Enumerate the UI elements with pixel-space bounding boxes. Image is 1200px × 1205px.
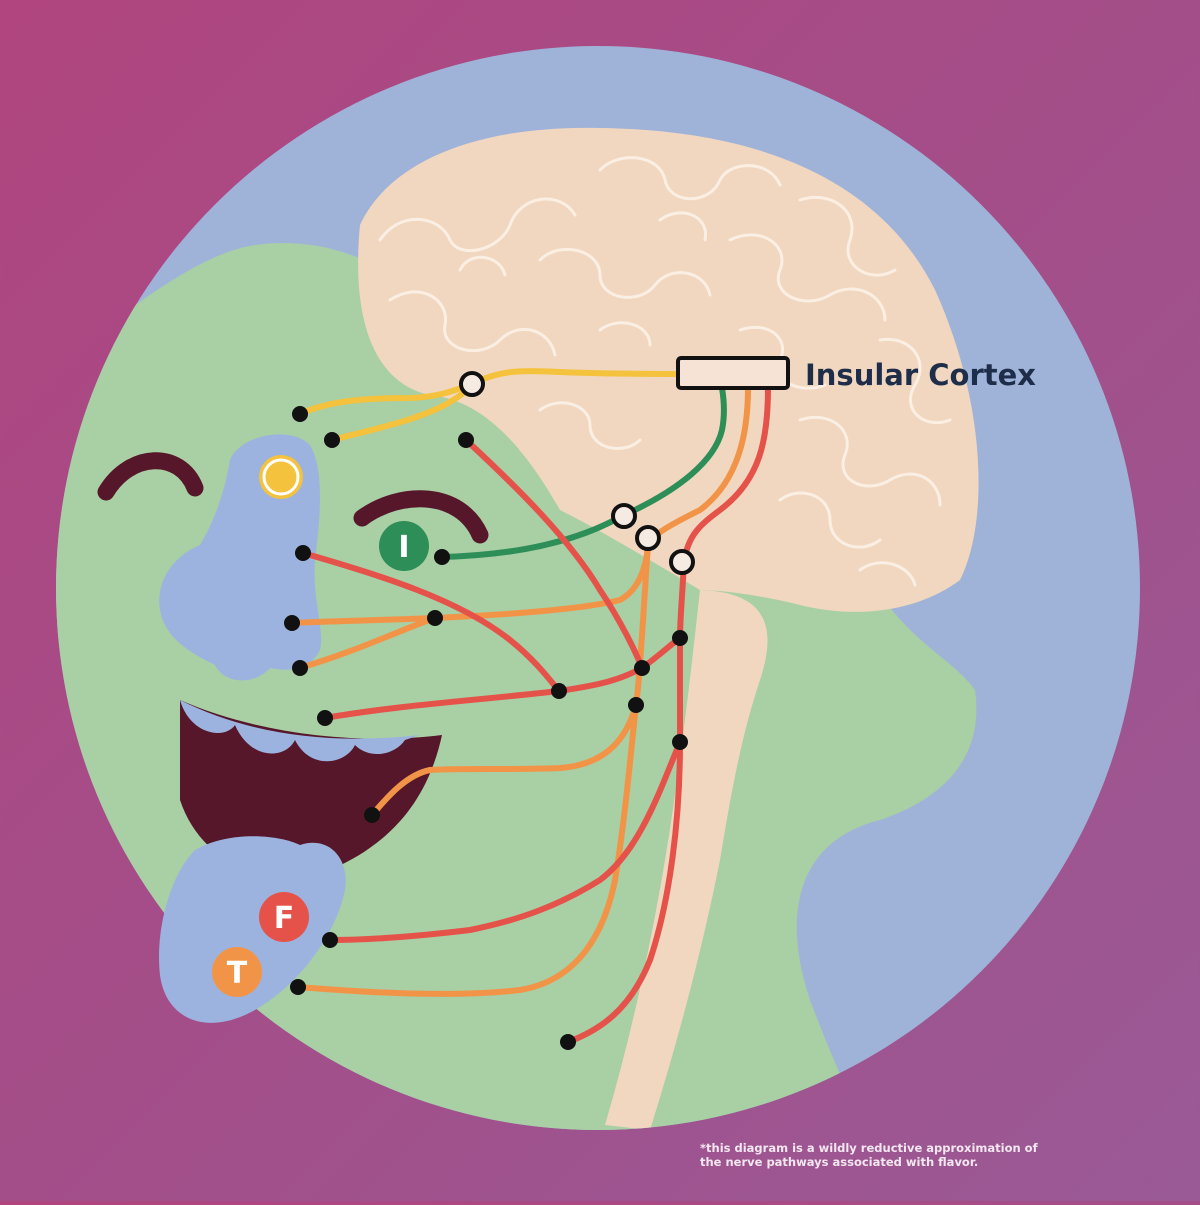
endpoint-dot [634, 660, 650, 676]
endpoint-dot [672, 734, 688, 750]
footnote: *this diagram is a wildly reductive appr… [700, 1141, 1120, 1169]
endpoint-dot [458, 432, 474, 448]
badge-tongue-back: T [212, 947, 262, 997]
relay-nodes [459, 371, 695, 575]
endpoint-dot [284, 615, 300, 631]
endpoint-dot [322, 932, 338, 948]
relay-node [635, 525, 661, 551]
nerve-red [565, 385, 771, 1045]
teeth [180, 700, 420, 762]
brain-folds [378, 156, 952, 587]
relay-node [611, 503, 637, 529]
brain [358, 127, 979, 612]
nerve-endpoints [284, 406, 688, 1050]
footnote-line-2: the nerve pathways associated with flavo… [700, 1155, 979, 1169]
tongue [159, 836, 346, 1023]
nerve-orange [295, 385, 751, 997]
badge-eye-letter: I [398, 530, 409, 565]
badge-olfactory: O [259, 455, 303, 499]
endpoint-dot [292, 406, 308, 422]
endpoint-dot [560, 1034, 576, 1050]
badge-tongue-front: F [259, 892, 309, 942]
badge-tongue-front-letter: F [274, 901, 295, 936]
nerve-green [439, 385, 727, 560]
endpoint-dot [364, 807, 380, 823]
endpoint-dot [434, 549, 450, 565]
endpoint-dot [427, 610, 443, 626]
endpoint-dot [290, 979, 306, 995]
relay-node [669, 549, 695, 575]
badge-olfactory-letter: O [268, 461, 294, 496]
eyebrow-left [97, 452, 204, 501]
endpoint-dot [295, 545, 311, 561]
spinal-cord [605, 590, 768, 1130]
footnote-line-1: *this diagram is a wildly reductive appr… [700, 1141, 1038, 1155]
insular-cortex-box [676, 356, 790, 390]
badge-tongue-back-letter: T [227, 956, 248, 991]
endpoint-dot [324, 432, 340, 448]
endpoint-dot [292, 660, 308, 676]
relay-node [459, 371, 485, 397]
insular-cortex-label: Insular Cortex [805, 358, 1036, 392]
endpoint-dot [628, 697, 644, 713]
badge-eye: I [379, 521, 429, 571]
eyebrow-right [353, 490, 489, 544]
endpoint-dot [551, 683, 567, 699]
nerve-pathways [289, 368, 771, 1045]
endpoint-dot [672, 630, 688, 646]
endpoint-dot [317, 710, 333, 726]
